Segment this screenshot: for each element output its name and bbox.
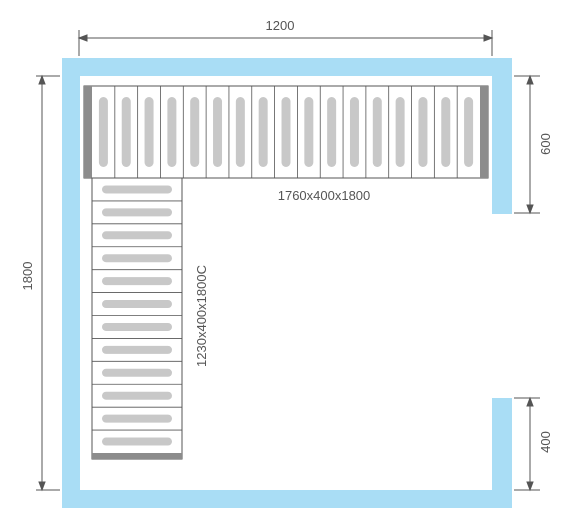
shelf-slat: [418, 97, 428, 167]
shelf-slat: [102, 414, 172, 423]
shelf-slat: [441, 97, 451, 167]
shelf-vertical-base: [92, 453, 182, 459]
shelf-slat: [372, 97, 382, 167]
dimension-top-width: [77, 30, 494, 56]
shelf-slat: [98, 97, 108, 167]
shelf-slat: [102, 437, 172, 446]
shelf-slat: [144, 97, 154, 167]
shelf-slat: [213, 97, 223, 167]
dimension-top-width-label: 1200: [266, 18, 295, 33]
shelf-slat: [235, 97, 245, 167]
wall-bottom: [62, 490, 512, 508]
shelf-slat: [190, 97, 200, 167]
shelf-slat: [304, 97, 314, 167]
shelf-slat: [102, 300, 172, 309]
shelf-slat: [349, 97, 359, 167]
shelf-unit-horizontal: [83, 85, 489, 179]
shelf-slat: [102, 322, 172, 331]
shelf-slat: [102, 368, 172, 377]
wall-top: [62, 58, 512, 76]
shelf-horizontal-label: 1760x400x1800: [278, 188, 371, 203]
shelf-slat: [281, 97, 291, 167]
shelf-vertical-label: 1230x400x1800C: [194, 265, 209, 367]
dimension-left-height-label: 1800: [20, 262, 35, 291]
shelf-slat: [464, 97, 474, 167]
shelf-slat: [102, 391, 172, 400]
dimension-right-upper: [514, 74, 540, 215]
dimension-right-lower: [514, 396, 540, 492]
dimension-right-upper-label: 600: [538, 133, 553, 155]
shelf-slat: [102, 208, 172, 217]
shelf-slat: [395, 97, 405, 167]
wall-right-upper: [492, 58, 512, 214]
shelf-slat: [327, 97, 337, 167]
shelf-slat: [167, 97, 177, 167]
wall-left: [62, 58, 80, 508]
shelf-slat: [102, 345, 172, 354]
shelf-slat: [258, 97, 268, 167]
shelf-horizontal-end-right: [480, 86, 488, 178]
shelf-slat: [102, 231, 172, 240]
dimension-right-lower-label: 400: [538, 431, 553, 453]
shelf-slat: [102, 277, 172, 286]
wall-right-lower: [492, 398, 512, 508]
room-walls: [62, 58, 512, 508]
shelf-unit-vertical: [91, 177, 183, 460]
shelf-slat: [102, 185, 172, 194]
shelf-slat: [121, 97, 131, 167]
shelf-slat: [102, 254, 172, 263]
shelf-horizontal-end-left: [84, 86, 92, 178]
dimension-left-height: [36, 74, 60, 492]
